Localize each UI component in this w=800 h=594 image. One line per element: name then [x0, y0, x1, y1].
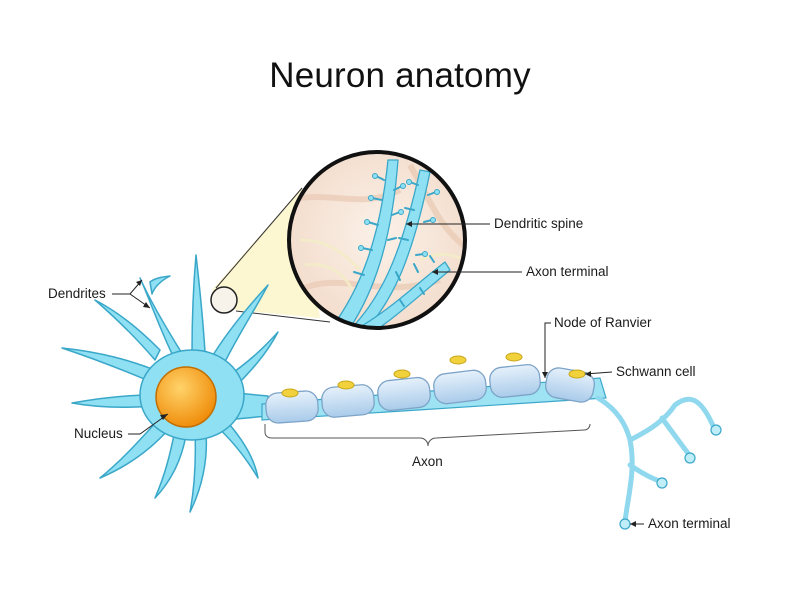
leader-arrowheads — [136, 221, 636, 527]
dendrite-branch — [189, 431, 208, 513]
label-dendrites: Dendrites — [48, 286, 106, 301]
label-nucleus: Nucleus — [74, 426, 123, 441]
dendrite-branch — [209, 284, 269, 369]
label-axon-terminal: Axon terminal — [648, 516, 731, 531]
label-axon: Axon — [412, 454, 443, 469]
axon-terminal-knobs — [619, 424, 722, 530]
page-title: Neuron anatomy — [269, 56, 531, 95]
dendrite-branch — [139, 277, 184, 361]
dendrite-branch — [214, 417, 259, 479]
label-node-of-ranvier: Node of Ranvier — [554, 315, 652, 330]
label-schwann-cell: Schwann cell — [616, 364, 696, 379]
zoom-ring — [287, 150, 467, 330]
dendrite-branch — [149, 275, 171, 295]
zoom-content — [289, 152, 465, 328]
dendrite-branch — [61, 347, 161, 385]
axon-terminal-branches — [595, 395, 717, 525]
dendrite-branch — [154, 429, 187, 499]
dendrite-branch — [99, 419, 169, 479]
axon — [261, 352, 722, 530]
axon-bracket — [264, 423, 591, 447]
dendrite-branch — [94, 299, 161, 361]
label-axon-terminal-zoom: Axon terminal — [526, 264, 609, 279]
dendrite-branch — [191, 254, 206, 353]
zoom-source-circle — [210, 286, 238, 314]
dendrite-branch — [71, 394, 155, 408]
label-dendritic-spine: Dendritic spine — [494, 216, 584, 231]
nucleus — [155, 366, 217, 428]
schwann-nucleus — [281, 352, 586, 398]
cell-body — [61, 254, 279, 513]
